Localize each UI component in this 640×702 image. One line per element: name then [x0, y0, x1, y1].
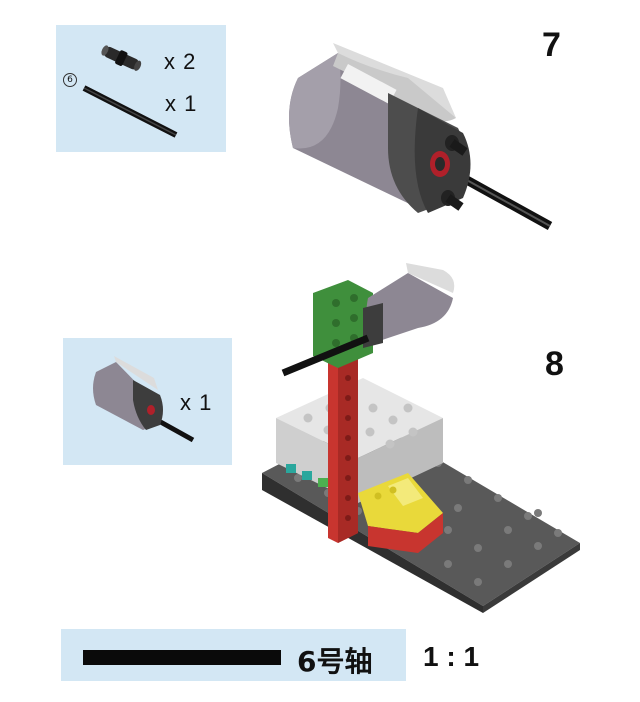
scale-ratio: 1 : 1 [423, 641, 480, 672]
motor-assembly-icon [93, 356, 195, 443]
axle-quantity: x 1 [165, 91, 198, 116]
axle-6-scale-bar [83, 650, 281, 665]
motor-with-axle-illustration [289, 43, 553, 230]
axle-6-icon [82, 85, 178, 138]
step-7-number: 7 [542, 26, 561, 64]
assembled-model-illustration [262, 263, 580, 613]
pin-connector-icon [101, 45, 142, 71]
pin-connector-quantity: x 2 [164, 49, 197, 74]
axle-number-marker: 6 [63, 73, 77, 87]
motor-assembly-quantity: x 1 [180, 390, 213, 415]
step-8-number: 8 [545, 345, 564, 383]
axle-6-label: 6号轴 [297, 645, 373, 678]
